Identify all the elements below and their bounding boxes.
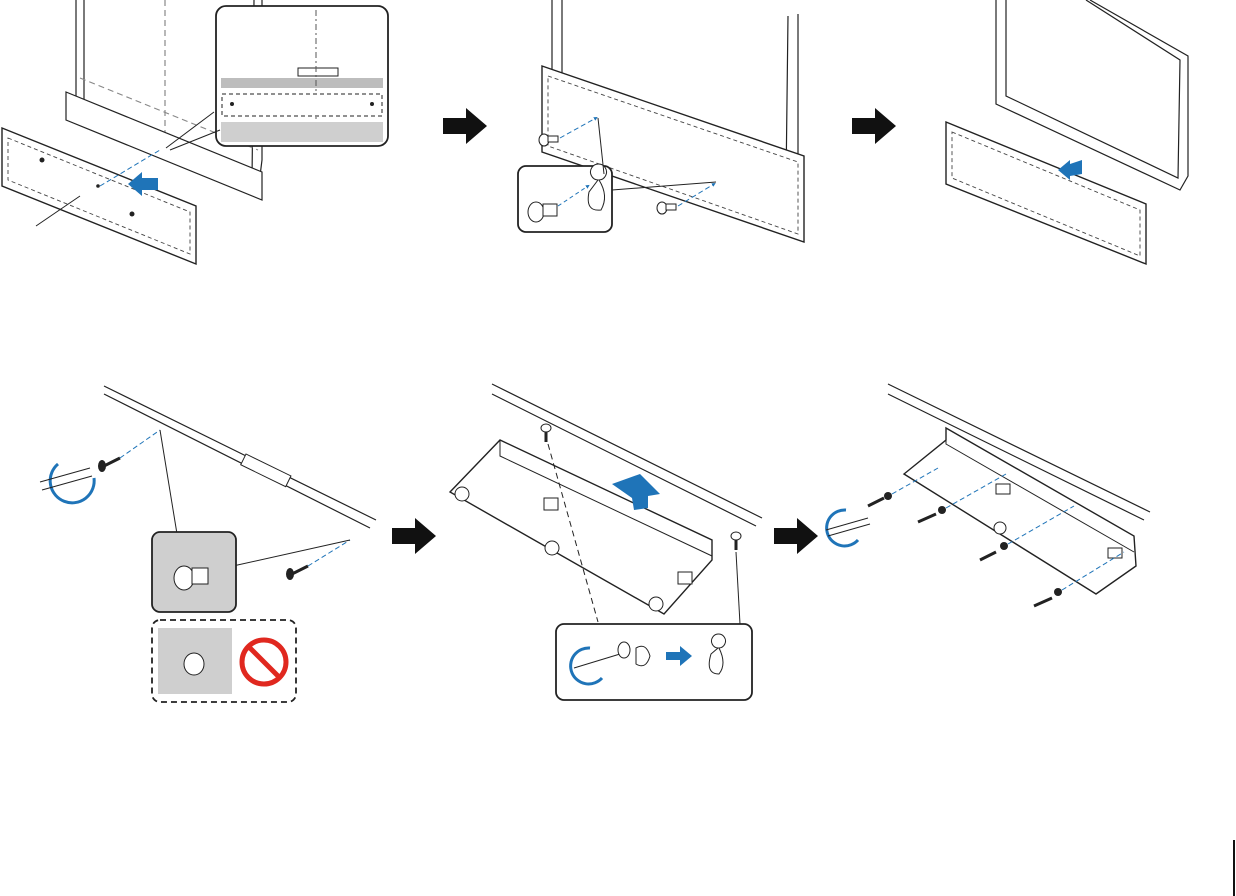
screw-icon bbox=[98, 458, 120, 472]
rotate-icon bbox=[40, 464, 94, 503]
right-arrow-icon bbox=[852, 108, 896, 144]
screw-keyhole-detail-inset bbox=[518, 164, 612, 232]
screw-icon bbox=[980, 542, 1008, 560]
page-edge-marker bbox=[1233, 840, 1235, 896]
right-arrow-icon bbox=[392, 518, 436, 554]
wall-bracket bbox=[450, 440, 712, 614]
incorrect-screw-inset bbox=[152, 620, 296, 702]
step-5-hang-bracket bbox=[450, 384, 762, 700]
correct-screw-inset bbox=[152, 532, 236, 612]
step-2-insert-screws bbox=[518, 0, 804, 242]
rotate-icon bbox=[826, 510, 870, 546]
screw-icon bbox=[657, 202, 676, 214]
right-arrow-icon bbox=[443, 108, 487, 144]
screw-icon bbox=[918, 506, 946, 522]
step-4-tighten-screws bbox=[40, 386, 376, 702]
screw-icon bbox=[541, 424, 551, 442]
screw-keyhole-detail-inset bbox=[556, 624, 752, 700]
screw-icon bbox=[731, 532, 741, 550]
screw-icon bbox=[868, 492, 892, 506]
step-6-secure-bracket bbox=[826, 384, 1150, 606]
step-1-template bbox=[2, 0, 388, 264]
right-arrow-icon bbox=[774, 518, 818, 554]
screw-icon bbox=[1034, 588, 1062, 606]
template-detail-inset bbox=[216, 6, 388, 146]
screw-icon bbox=[286, 566, 308, 580]
tv-bottom-edge bbox=[104, 386, 376, 528]
step-3-remove-template bbox=[946, 0, 1188, 264]
